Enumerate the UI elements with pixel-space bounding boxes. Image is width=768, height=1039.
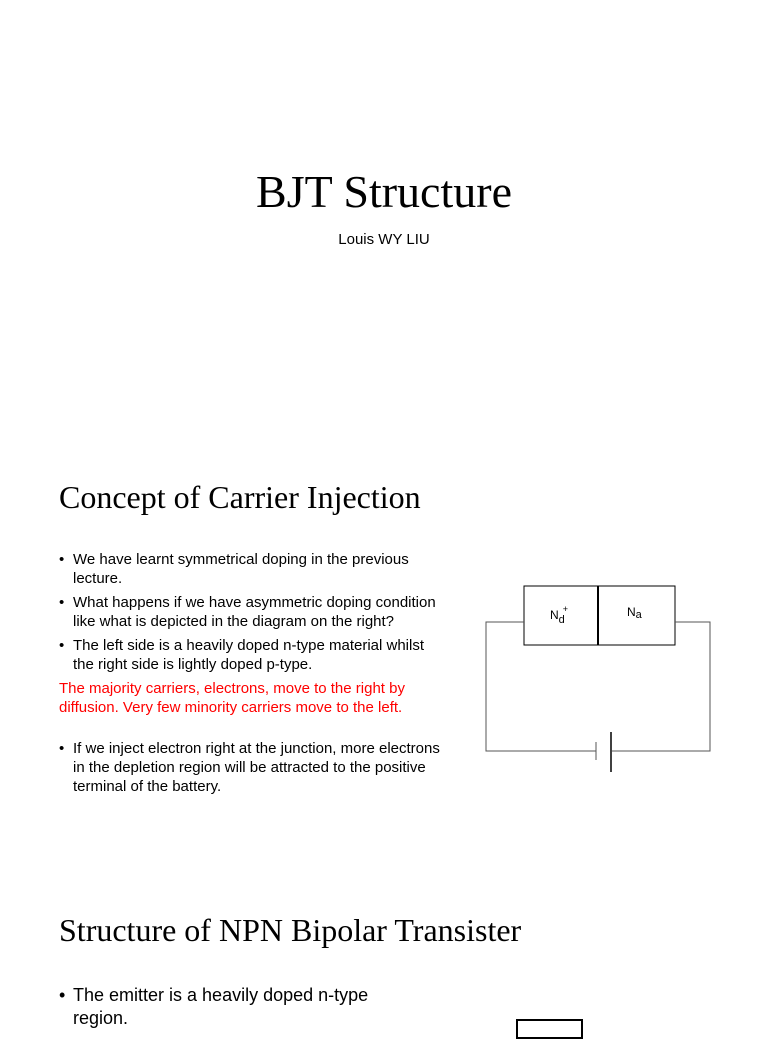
title-slide: BJT Structure Louis WY LIU: [0, 0, 768, 432]
bullet-text: We have learnt symmetrical doping in the…: [73, 551, 409, 587]
bullet-item: • What happens if we have asymmetric dop…: [59, 593, 444, 631]
carrier-injection-slide: Concept of Carrier Injection • We have l…: [0, 432, 768, 864]
acceptor-region-label: Na: [627, 605, 643, 621]
bullet-text: The left side is a heavily doped n-type …: [73, 637, 425, 673]
slide-title: Structure of NPN Bipolar Transister: [59, 912, 522, 948]
npn-diagram-partial: [516, 1019, 583, 1039]
bullet-item: • The emitter is a heavily doped n-type …: [59, 984, 389, 1030]
pn-junction-circuit-diagram: Nd+ Na: [485, 585, 711, 772]
battery-symbol: [595, 732, 612, 772]
spacer: [59, 722, 444, 739]
deck-title: BJT Structure: [256, 166, 512, 217]
bullet-item: • If we inject electron right at the jun…: [59, 739, 444, 796]
slide-title: Concept of Carrier Injection: [59, 479, 421, 515]
bullet-text: What happens if we have asymmetric dopin…: [73, 594, 436, 630]
highlight-note: The majority carriers, electrons, move t…: [59, 680, 405, 716]
bullet-list: • The emitter is a heavily doped n-type …: [59, 984, 389, 1035]
bullet-text: The emitter is a heavily doped n-type re…: [73, 985, 369, 1028]
bullet-glyph: •: [59, 740, 65, 757]
bullet-item: • The left side is a heavily doped n-typ…: [59, 636, 444, 674]
bullet-text: If we inject electron right at the junct…: [73, 740, 440, 795]
bullet-glyph: •: [59, 594, 65, 611]
bullet-item: • We have learnt symmetrical doping in t…: [59, 550, 444, 588]
donor-region-label: Nd+: [550, 604, 568, 626]
npn-structure-slide: Structure of NPN Bipolar Transister • Th…: [0, 864, 768, 1039]
bullet-glyph: •: [59, 985, 66, 1005]
bullet-list: • We have learnt symmetrical doping in t…: [59, 550, 444, 801]
circuit-wire: [485, 621, 711, 752]
junction-block: [523, 585, 676, 646]
deck-author: Louis WY LIU: [338, 231, 430, 248]
bullet-glyph: •: [59, 637, 65, 654]
bullet-glyph: •: [59, 551, 65, 568]
